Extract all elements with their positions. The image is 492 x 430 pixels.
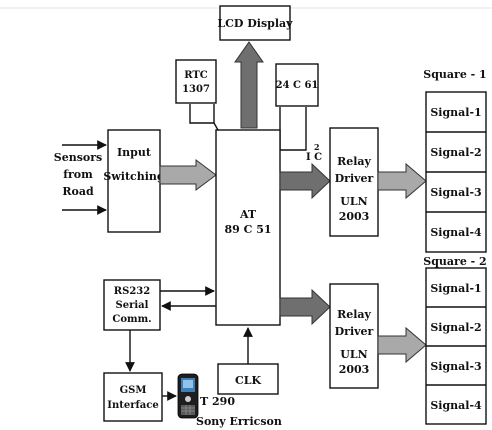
square-1-title: Square - 1	[423, 68, 486, 81]
sensors-group: Sensors from Road	[54, 140, 107, 215]
rs232-label-1: RS232	[114, 286, 150, 297]
clk-block: CLK	[217, 363, 279, 395]
relay1-label-1: Relay	[337, 155, 371, 168]
relay2-label-4: 2003	[339, 363, 370, 376]
square-2-title: Square - 2	[423, 255, 486, 268]
square-1-signal-1: Signal-1	[430, 106, 481, 119]
eeprom-label: 24 C 61	[276, 80, 319, 91]
i2c-label: I C	[306, 152, 322, 163]
relay-2-to-square-2-arrow	[377, 326, 427, 364]
mcu-to-relay-1-arrow	[279, 162, 331, 200]
input-switching-block: Input Switching	[103, 129, 165, 233]
clk-label: CLK	[235, 374, 261, 387]
rtc-block: RTC 1307	[175, 59, 217, 104]
rtc-label-2: 1307	[182, 84, 210, 95]
rs232-label-2: Serial	[116, 300, 149, 311]
relay-driver-2-block: Relay Driver ULN 2003	[329, 283, 379, 389]
input-label-1: Input	[117, 146, 152, 159]
gsm-label-1: GSM	[120, 385, 147, 396]
square-2-group: Square - 2 Signal-1 Signal-2 Signal-3 Si…	[423, 255, 487, 425]
relay1-label-4: 2003	[339, 210, 370, 223]
relay1-label-3: ULN	[340, 195, 367, 208]
i2c-superscript: 2	[314, 142, 320, 152]
mcu-label-2: 89 C 51	[224, 223, 271, 236]
mcu-label-1: AT	[239, 208, 257, 221]
input-to-mcu-arrow	[159, 159, 217, 191]
sensors-label-1: Sensors	[54, 151, 102, 164]
lcd-display-label: LCD Display	[217, 17, 293, 30]
sensors-label-2: from	[63, 168, 93, 181]
square-1-group: Square - 1 Signal-1 Signal-2 Signal-3 Si…	[423, 68, 487, 253]
eeprom-block: 24 C 61	[275, 63, 319, 107]
relay-1-to-square-1-arrow	[377, 162, 427, 200]
rs232-block: RS232 Serial Comm.	[103, 279, 161, 331]
rtc-label-1: RTC	[184, 70, 208, 81]
square-1-signal-3: Signal-3	[430, 186, 481, 199]
mcu-to-lcd-arrow	[234, 41, 264, 129]
square-1-signal-2: Signal-2	[430, 146, 481, 159]
relay-driver-1-block: Relay Driver ULN 2003	[329, 127, 379, 237]
eeprom-link	[279, 107, 307, 151]
lcd-display-block: LCD Display	[217, 5, 293, 41]
input-label-2: Switching	[103, 170, 165, 183]
square-2-signal-3: Signal-3	[430, 360, 481, 373]
mobile-phone-icon	[177, 373, 199, 419]
relay2-label-3: ULN	[340, 348, 367, 361]
phone-brand-label: Sony Erricson	[196, 415, 282, 428]
rtc-link	[189, 104, 215, 124]
rs232-label-3: Comm.	[112, 314, 151, 325]
gsm-label-2: Interface	[107, 400, 158, 411]
square-2-signal-2: Signal-2	[430, 321, 481, 334]
relay2-label-1: Relay	[337, 308, 371, 321]
relay1-label-2: Driver	[335, 172, 374, 185]
gsm-interface-block: GSM Interface	[103, 372, 163, 422]
sensors-label-3: Road	[62, 185, 94, 198]
mcu-block: AT 89 C 51	[215, 129, 281, 326]
square-2-signal-4: Signal-4	[430, 399, 482, 412]
phone-model-label: T 290	[200, 395, 235, 408]
square-1-signal-4: Signal-4	[430, 226, 482, 239]
square-2-signal-1: Signal-1	[430, 282, 481, 295]
relay2-label-2: Driver	[335, 325, 374, 338]
mcu-to-relay-2-arrow	[279, 288, 331, 326]
